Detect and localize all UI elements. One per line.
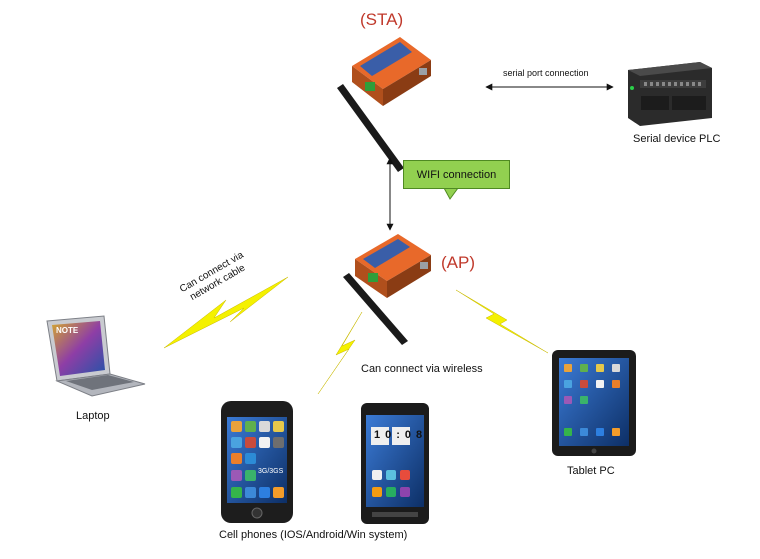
phones-label: Cell phones (IOS/Android/Win system) <box>219 529 408 541</box>
plc-label: Serial device PLC <box>633 133 721 145</box>
plc-icon <box>628 62 712 126</box>
wifi-connection-callout: WIFI connection <box>403 160 510 189</box>
sta-label: (STA) <box>360 10 404 29</box>
laptop-label: Laptop <box>76 410 110 422</box>
wifi-router-sta-icon <box>337 37 431 172</box>
wifi-router-ap-icon <box>343 234 431 345</box>
tablet-icon <box>552 350 636 456</box>
android-phone-icon <box>361 403 429 524</box>
iphone-icon <box>221 401 293 523</box>
lightning-bolt-icon <box>455 289 549 354</box>
tablet-label: Tablet PC <box>567 465 615 477</box>
wifi-callout-tail <box>443 187 459 200</box>
android-clock: 10:08 <box>374 429 428 441</box>
laptop-screen-text: NOTE <box>56 326 79 335</box>
laptop-icon <box>46 315 146 397</box>
phone-badge: 3G/3GS <box>258 468 284 475</box>
serial-link-label: serial port connection <box>503 68 589 78</box>
wireless-label: Can connect via wireless <box>361 363 483 375</box>
ap-label: (AP) <box>441 253 475 272</box>
lightning-bolt-icon <box>163 276 289 349</box>
lightning-bolt-icon <box>317 311 363 395</box>
